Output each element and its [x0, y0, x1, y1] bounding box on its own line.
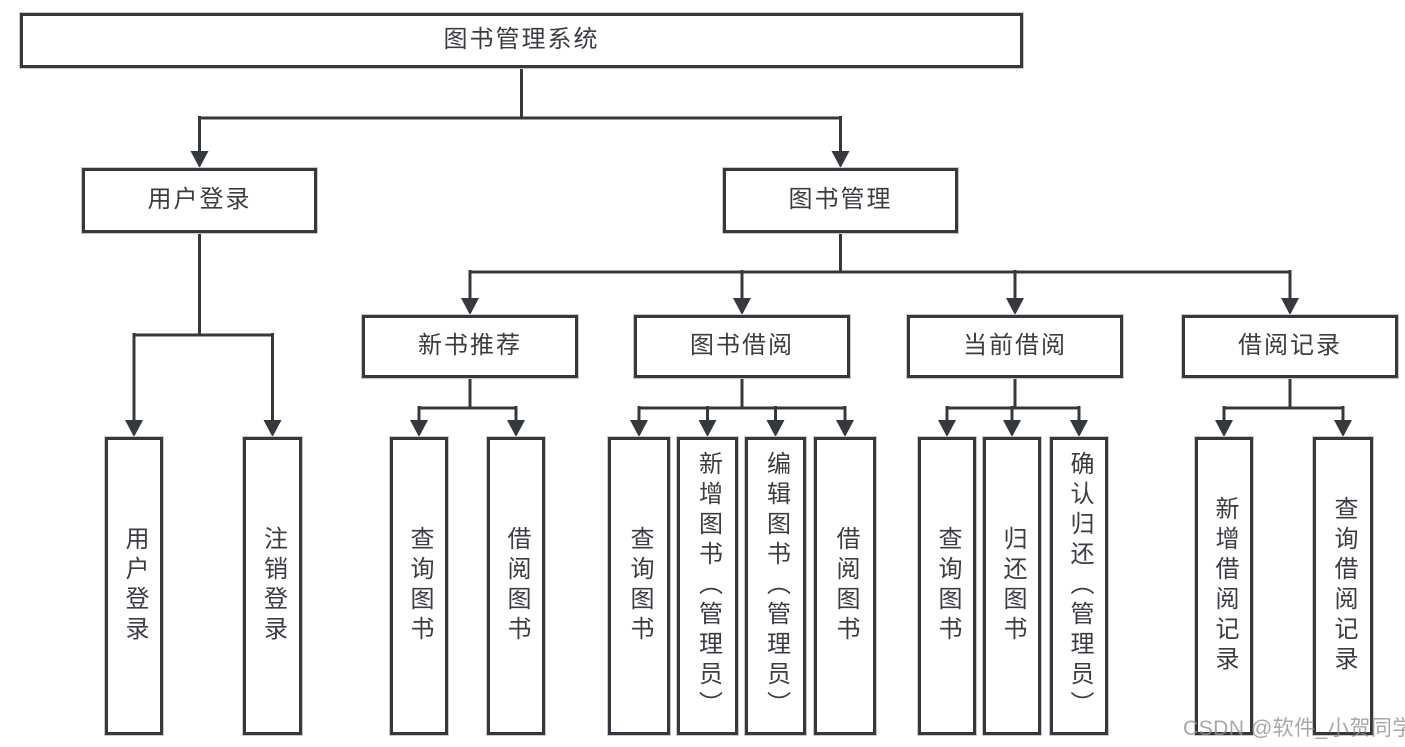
node-current-borrowing: 当前借阅 [907, 315, 1123, 378]
leaf-recommend-query-books: 查询图书 [390, 437, 448, 735]
leaf-records-query-record: 查询借阅记录 [1313, 437, 1373, 735]
leaf-user-login: 用户登录 [105, 437, 163, 735]
leaf-logout-login: 注销登录 [243, 437, 302, 735]
leaf-current-confirm-return-admin: 确认归还（管理员） [1050, 437, 1108, 735]
leaf-borrowing-query-books: 查询图书 [608, 437, 670, 735]
node-borrowing-records: 借阅记录 [1182, 315, 1398, 378]
leaf-borrowing-edit-books-admin: 编辑图书（管理员） [745, 437, 806, 735]
leaf-recommend-borrow-books: 借阅图书 [487, 437, 545, 735]
node-user-login: 用户登录 [82, 168, 317, 233]
leaf-borrowing-add-books-admin: 新增图书（管理员） [677, 437, 738, 735]
leaf-borrowing-borrow-books: 借阅图书 [814, 437, 876, 735]
leaf-current-return-books: 归还图书 [983, 437, 1041, 735]
node-book-management: 图书管理 [723, 168, 958, 233]
arrowhead-group [125, 151, 1352, 437]
node-library-management-system: 图书管理系统 [20, 13, 1023, 68]
csdn-watermark: CSDN @软件_小贺同学 [1183, 717, 1405, 740]
node-book-borrowing: 图书借阅 [634, 315, 850, 378]
leaf-current-query-books: 查询图书 [918, 437, 976, 735]
leaf-records-add-record: 新增借阅记录 [1195, 437, 1253, 735]
node-new-book-recommendation: 新书推荐 [362, 315, 578, 378]
